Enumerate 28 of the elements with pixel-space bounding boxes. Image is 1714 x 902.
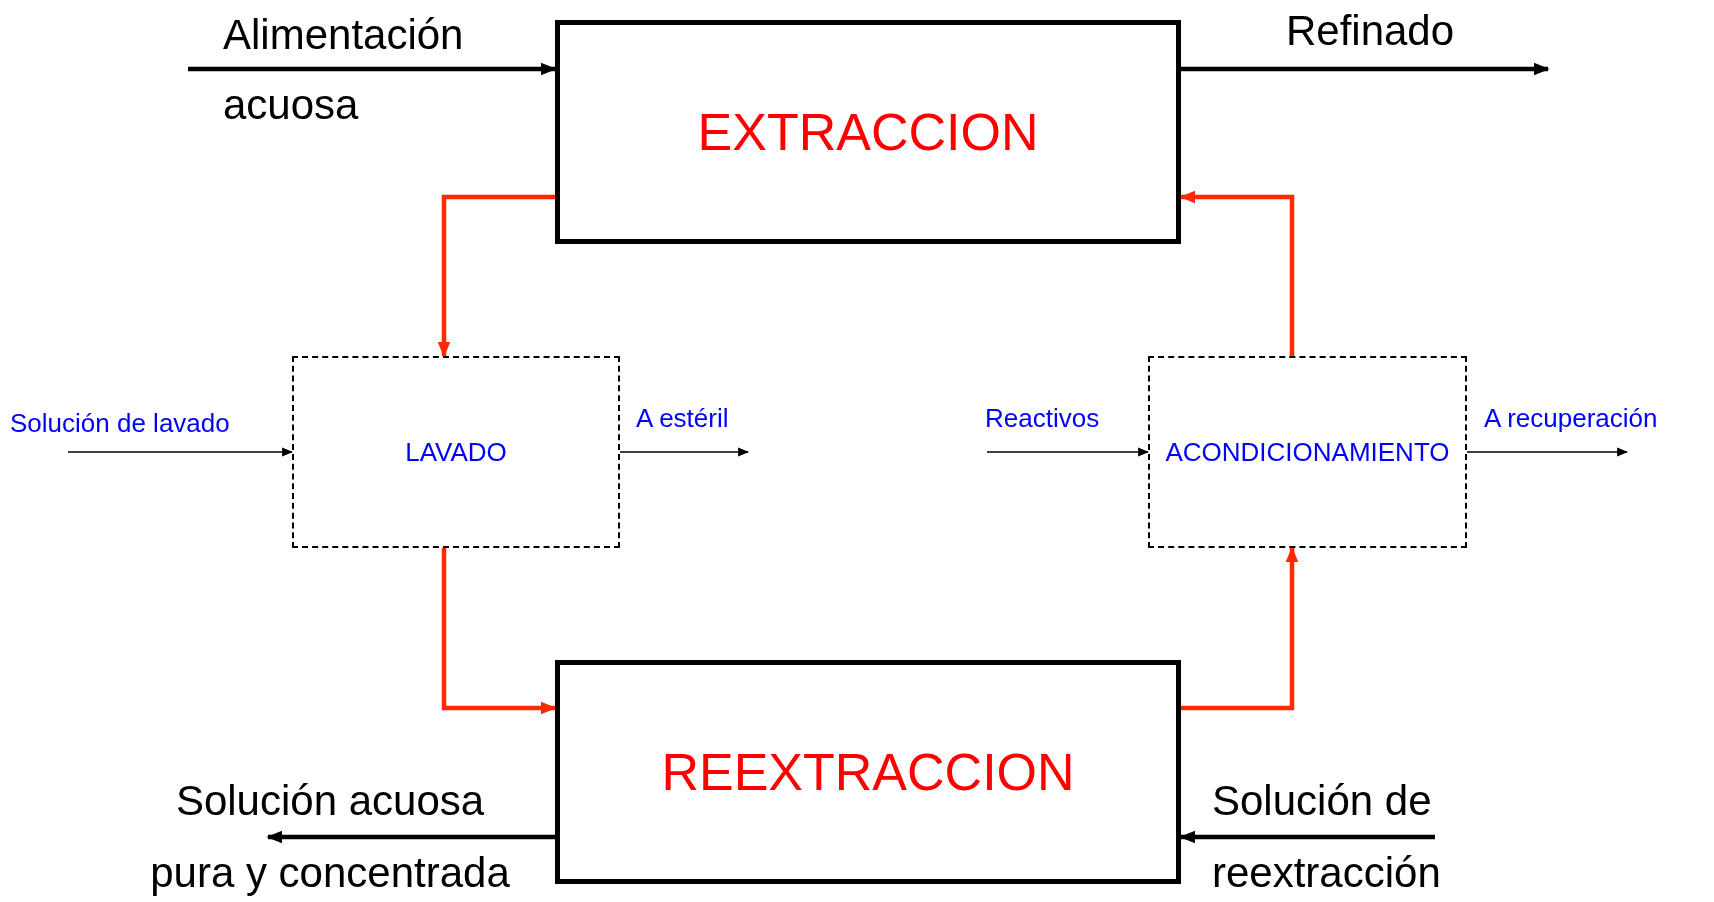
edge-label: Alimentación acuosa [223,10,465,130]
edge-label: Refinado [1284,6,1456,56]
process-box [555,660,1181,884]
node-label: LAVADO [405,435,507,469]
process-box [1148,356,1467,548]
arrow [1181,62,1550,76]
arrow [1179,830,1435,844]
arrow [1181,546,1299,711]
edge-label: Reactivos [985,402,1101,435]
process-box [292,356,620,548]
edge-label: Solución de lavado [10,407,231,440]
arrow [441,548,557,715]
arrow [437,194,555,358]
edge-label: Solución acuosa pura y concentrada [149,776,511,898]
edge-label: A recuperación [1484,402,1659,435]
arrow [619,447,750,457]
process-box [555,20,1181,244]
arrow [986,447,1150,457]
arrow [1466,447,1629,457]
edge-label: A estéril [636,402,730,435]
arrow [67,447,294,457]
edge-label: Solución de reextracción [1212,776,1442,898]
arrow [188,62,557,76]
arrow [266,830,555,844]
arrow [1179,190,1295,356]
node-label: ACONDICIONAMIENTO [1165,435,1450,469]
node-label: REEXTRACCION [661,741,1075,803]
node-label: EXTRACCION [697,101,1039,163]
